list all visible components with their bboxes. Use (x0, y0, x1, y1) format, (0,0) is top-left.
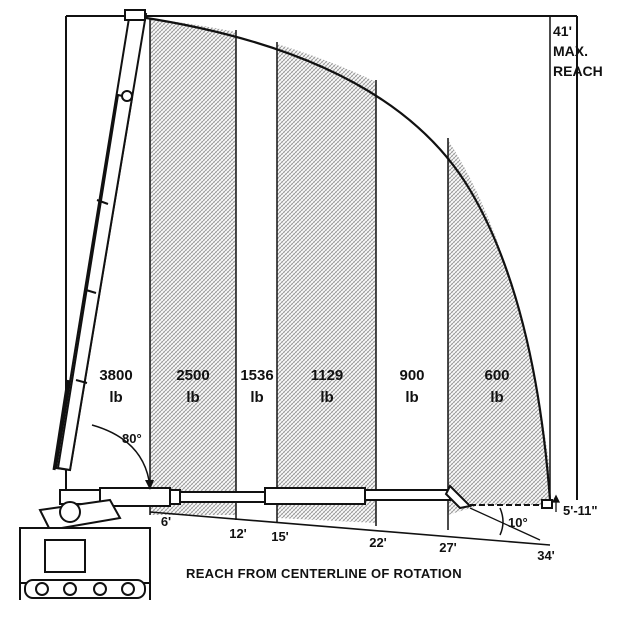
max-reach-line2: MAX. (553, 43, 588, 59)
boom-raised-angle: 80° (122, 431, 142, 446)
zone-loads: 3800 lb 2500 lb 1536 lb 1129 lb 900 lb 6… (99, 367, 509, 406)
boom-lowered-angle: 10° (508, 515, 528, 530)
max-reach-line3: REACH (553, 63, 603, 79)
reach-floor-line (149, 511, 551, 546)
lowered-angle-arc (499, 507, 504, 536)
zone-dividers (149, 16, 551, 530)
capacity-zones (150, 19, 550, 523)
zone-unit-1536: lb (250, 389, 263, 406)
zone-unit-1129: lb (320, 389, 333, 406)
height-label: 5'-11" (563, 503, 598, 518)
zone-load-1129: 1129 (311, 367, 344, 384)
reach-envelope-arc (139, 15, 552, 501)
distance-label-34: 34' (537, 548, 555, 563)
zone-load-3800: 3800 (99, 367, 132, 384)
zone-load-2500: 2500 (176, 367, 209, 384)
zone-shade-1129 (277, 44, 376, 523)
zone-load-600: 600 (484, 367, 509, 384)
max-reach-value: 41' (553, 23, 572, 39)
zone-load-1536: 1536 (240, 367, 273, 384)
distance-label-27: 27' (439, 540, 457, 555)
distance-label-15: 15' (271, 529, 289, 544)
raised-angle-arc (91, 424, 151, 488)
zone-unit-3800: lb (109, 389, 122, 406)
crane-illustration (19, 9, 553, 600)
zone-load-900: 900 (399, 367, 424, 384)
distance-label-6: 6' (161, 514, 171, 529)
distance-label-22: 22' (369, 535, 387, 550)
zone-shade-2500 (150, 19, 236, 515)
distance-label-12: 12' (229, 526, 247, 541)
zone-unit-600: lb (490, 389, 503, 406)
raised-angle-arrow (145, 480, 154, 490)
distance-labels: 6' 12' 15' 22' 27' 34' (161, 514, 555, 563)
zone-unit-900: lb (405, 389, 418, 406)
zone-shade-600 (448, 140, 550, 515)
footer-caption: REACH FROM CENTERLINE OF ROTATION (186, 566, 462, 581)
lowered-boom-line (469, 507, 541, 541)
zone-unit-2500: lb (186, 389, 199, 406)
height-dimension (551, 494, 561, 512)
